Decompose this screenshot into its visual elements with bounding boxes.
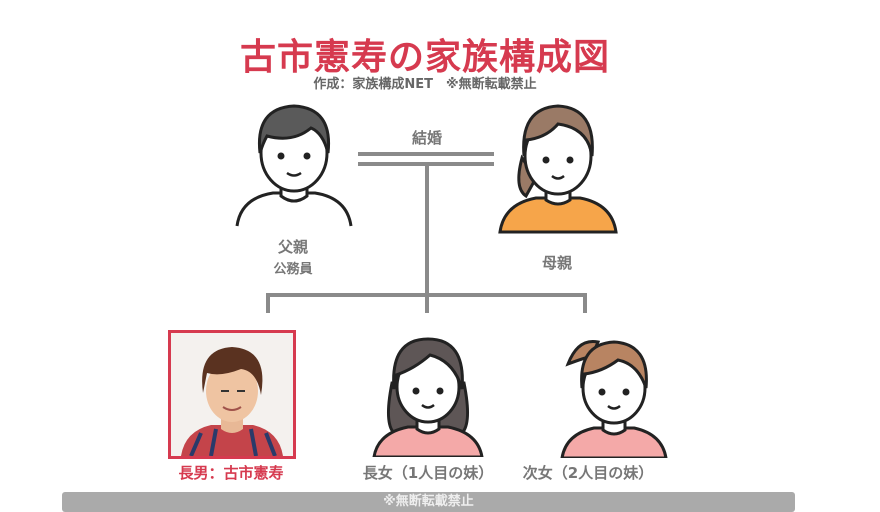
page-title: 古市憲寿の家族構成図 [239,37,611,78]
marriage-line [358,152,494,156]
child-label-second-daughter: 次女（2人目の妹） [522,464,654,482]
father-avatar-icon [235,104,353,227]
child-drop-line [425,293,429,313]
father-label: 父親 [277,238,309,256]
eldest-son-photo [168,330,296,459]
mother-label: 母親 [541,254,573,272]
child-label-eldest-daughter: 長女（1人目の妹） [362,464,494,482]
footer-bar: ※無断転載禁止 [62,492,795,512]
mother-avatar-icon [498,104,618,234]
child-drop-line [266,293,270,313]
child-drop-line [583,293,587,313]
father-occupation: 公務員 [273,262,313,277]
eldest-daughter-avatar-icon [372,337,484,457]
second-daughter-avatar-icon [560,339,668,458]
person-photo-icon [171,333,293,456]
descent-line [425,164,429,297]
marriage-label: 結婚 [411,129,443,147]
subtitle: 作成：家族構成NET ※無断転載禁止 [313,77,537,92]
child-label-eldest-son: 長男：古市憲寿 [178,464,284,482]
